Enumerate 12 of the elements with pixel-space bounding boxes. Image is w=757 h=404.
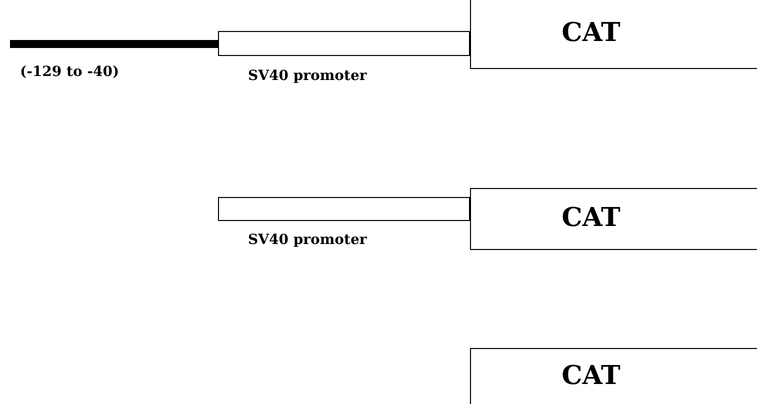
segment-caption: SV40 promoter [248, 232, 367, 248]
promoter-box [218, 31, 470, 56]
gene-name: CAT [560, 361, 622, 391]
promoter-box [218, 197, 470, 221]
dna-segment-bar [10, 40, 218, 48]
gene-name: CAT [560, 203, 622, 233]
segment-caption: (-129 to -40) [20, 64, 120, 80]
gene-box [470, 0, 757, 69]
gene-box [470, 348, 757, 404]
gene-name: CAT [560, 18, 622, 48]
segment-caption: SV40 promoter [248, 68, 367, 84]
gene-box [470, 188, 757, 250]
